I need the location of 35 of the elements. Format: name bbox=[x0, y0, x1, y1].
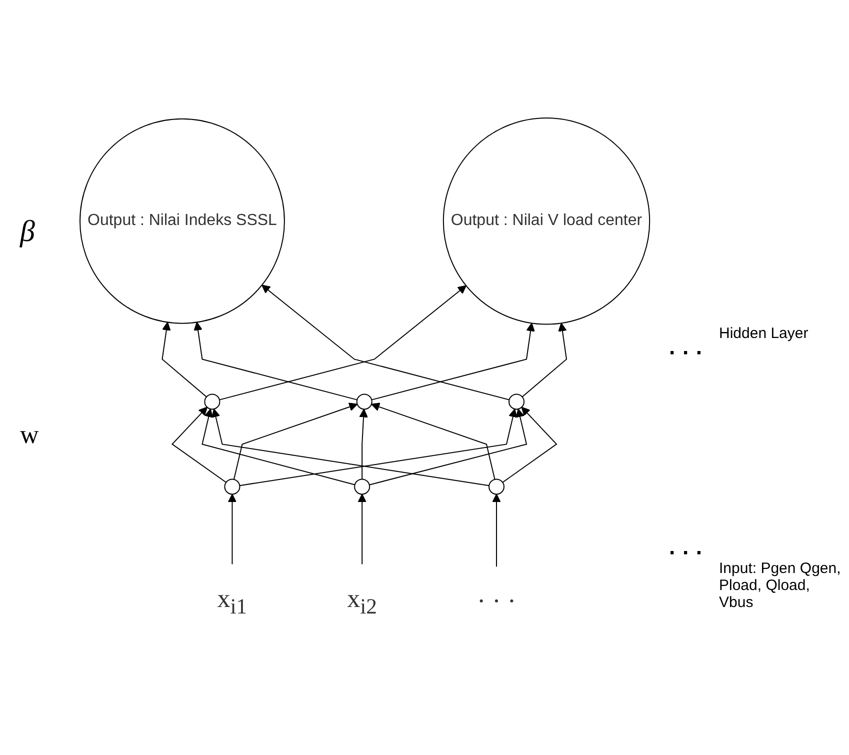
arrow bbox=[238, 408, 517, 486]
arrow bbox=[357, 493, 366, 564]
arrow bbox=[161, 321, 207, 397]
node-circle bbox=[354, 478, 370, 494]
arrow bbox=[261, 284, 510, 400]
node-circle: Output : Nilai V load center bbox=[442, 117, 650, 324]
arrow bbox=[193, 321, 358, 400]
layer-label: Hidden Layer bbox=[719, 325, 810, 342]
arrow bbox=[521, 322, 567, 397]
arrow bbox=[502, 406, 557, 482]
node-text: x$_{i2}$ bbox=[346, 584, 377, 618]
node-circle bbox=[508, 393, 524, 410]
node-circle bbox=[488, 478, 504, 494]
arrow bbox=[211, 408, 490, 486]
arrow bbox=[370, 322, 535, 400]
node-circle bbox=[356, 393, 372, 410]
node-circle bbox=[224, 478, 240, 494]
layer-label: Input: Pgen Qgen, Pload, Qload, Vbus bbox=[719, 560, 842, 611]
arrow bbox=[171, 406, 226, 482]
arrow bbox=[492, 493, 501, 567]
node-text: · · · bbox=[476, 586, 516, 616]
node-circle bbox=[204, 393, 220, 410]
arrow bbox=[218, 284, 466, 400]
arrow bbox=[370, 402, 495, 480]
arrow bbox=[201, 408, 356, 485]
node-text: x$_{i1}$ bbox=[216, 584, 247, 618]
greek-letter: β bbox=[20, 215, 35, 249]
arrow bbox=[233, 402, 358, 480]
arrow bbox=[368, 408, 527, 485]
node-circle: Output : Nilai Indeks SSSL bbox=[79, 118, 285, 324]
weight-symbol: w bbox=[20, 420, 39, 450]
arrow bbox=[228, 493, 236, 564]
arrow bbox=[358, 408, 368, 480]
ellipsis: · · · bbox=[669, 540, 704, 566]
ellipsis: · · · bbox=[669, 340, 704, 366]
